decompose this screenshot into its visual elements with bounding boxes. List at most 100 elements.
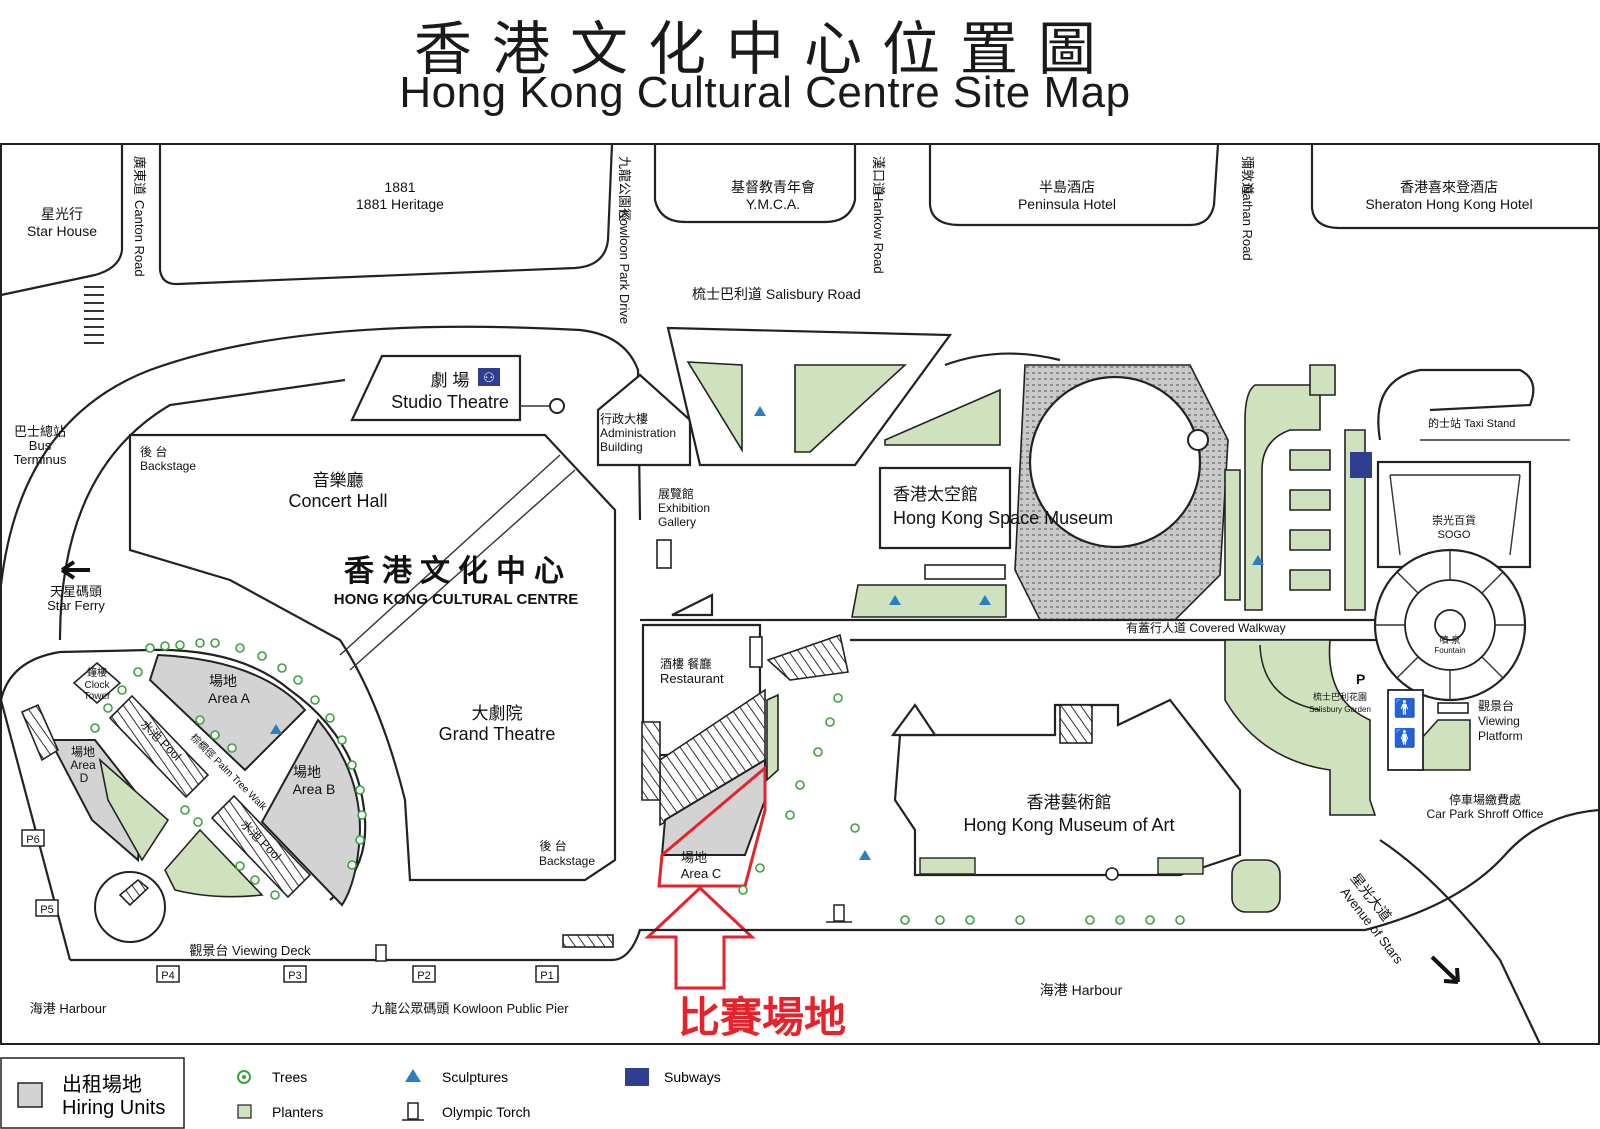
star-ferry-en: Star Ferry [47,598,105,613]
sculpture-icon [405,1069,421,1082]
area-d-en2: D [80,771,89,785]
east-subway-icon [1350,452,1372,478]
avenue-arrow [1430,955,1460,984]
road-hankow-en: Hankow Road [871,192,886,274]
admin-building-zh: 行政大樓 [600,411,648,426]
restaurant-ramp [766,633,849,681]
west-planter-1 [98,757,170,862]
concert-hall-zh: 音樂廳 [313,471,364,490]
north-planter-left [686,361,743,453]
site-map: ⚇ 🚹 [0,143,1600,1045]
road-covered-walkway: 有蓋行人道 Covered Walkway [1126,621,1286,635]
toilet-icon-1: 🚹 [1394,697,1416,719]
north-planter-right [794,364,908,453]
area-d-en1: Area [70,758,96,772]
hiring-unit-swatch [17,1082,43,1108]
venue-arrow [644,885,756,990]
museum-of-art-planter-2 [1157,857,1204,875]
museum-of-art-planter [919,857,976,875]
studio-theatre-roundel [549,398,565,414]
sheraton-en: Sheraton Hong Kong Hotel [1365,196,1532,212]
clock-tower-zh: 鐘樓 [87,666,107,679]
ymca-block [653,144,857,224]
fountain-en: Fountain [1434,646,1465,655]
space-museum-wing [884,388,1001,446]
pier-p2: P2 [417,970,430,982]
clock-tower-base [94,871,166,943]
studio-theatre-subway-glyph: ⚇ [483,371,495,386]
car-park-zh: 停車場繳費處 [1449,792,1521,807]
zebra-crossing [84,286,104,344]
west-planter-2 [164,828,264,898]
taxi-stand: 的士站 Taxi Stand [1428,416,1515,430]
deck-marker [375,944,387,962]
admin-building-en2: Building [600,440,643,454]
clock-tower-en1: Clock [84,680,110,691]
pier-p1: P1 [540,970,553,982]
peninsula-block [928,143,1220,227]
area-b-en: Area B [293,781,336,797]
clock-tower-en2: Tower [84,691,111,702]
harbour-left: 海港 Harbour [30,1001,107,1016]
studio-theatre-subway-icon [478,368,500,386]
area-d-zh: 場地 [71,745,95,759]
toilet-icon-2: 🚺 [1394,727,1416,749]
space-museum-dome [1028,375,1202,549]
viewing-platform-planter [1419,719,1471,771]
road-kowloon-park-en: Kowloon Park Drive [617,210,632,324]
harbour-right: 海港 Harbour [1040,982,1123,998]
legend-olympic-torch: Olympic Torch [442,1104,530,1120]
area-b [260,718,362,907]
subway-icon [625,1068,649,1086]
area-c-zh: 場地 [681,850,707,865]
walkway-strip [924,564,1006,580]
ymca-en: Y.M.C.A. [746,196,800,212]
fountain-zh: 噴 泉 [1440,634,1461,645]
public-pier: 九龍公眾碼頭 Kowloon Public Pier [371,1001,569,1016]
area-a-zh: 場地 [209,673,237,689]
west-pier-stairs [20,703,60,762]
road-nathan-zh: 彌敦道 [1240,156,1255,195]
olympic-torch-icon [402,1102,424,1121]
pier-p5: P5 [40,904,53,916]
sogo-zh: 崇光百貨 [1432,513,1476,527]
road-canton-zh: 廣東道 [132,156,147,195]
space-museum-zh: 香港太空館 [893,485,978,504]
road-kowloon-park-zh: 九龍公園徑 [617,156,632,221]
sculpture-icon [1252,555,1264,565]
clock-tower-marker [72,661,122,705]
backstage-north-en: Backstage [140,459,196,473]
space-museum-ramp [944,352,1061,367]
star-house-block [0,144,124,297]
building-diagonal-2 [349,469,576,671]
ymca-zh: 基督教青年會 [731,179,815,195]
area-a-en: Area A [208,690,251,706]
venue-callout: 比賽場地 [678,993,846,1042]
star-ferry-zh: 天星碼頭 [50,584,102,599]
star-ferry-arrow [60,560,90,580]
hatch-west-stair [641,721,661,801]
space-museum-en: Hong Kong Space Museum [893,508,1113,528]
heritage-num: 1881 [384,179,415,195]
bus-terminus-zh: 巴士總站 [14,424,66,439]
viewing-platform-en1: Viewing [1478,714,1520,728]
tree-icon-dot [242,1075,246,1079]
cultural-centre-zh: 香港文化中心 [344,554,572,588]
road-hankow-zh: 漢口道 [871,156,886,195]
museum-of-art-triangle [890,703,938,737]
legend-hiring-en: Hiring Units [62,1097,165,1119]
walkway-planter [851,584,1007,618]
pier-p4: P4 [161,970,174,982]
viewing-platform-bench [1437,702,1469,714]
taxi-loop-road [1377,368,1535,441]
legend-trees: Trees [272,1069,307,1085]
sheraton-zh: 香港喜來登酒店 [1400,179,1498,195]
pier-p6: P6 [26,834,39,846]
space-museum-block [878,466,1012,550]
pool-2 [210,794,312,899]
inner-loop-road [58,378,346,641]
road-nathan-en: Nathan Road [1240,184,1255,261]
museum-of-art-en: Hong Kong Museum of Art [963,815,1174,835]
pier-p3: P3 [288,970,301,982]
sogo-roof [1389,474,1521,556]
